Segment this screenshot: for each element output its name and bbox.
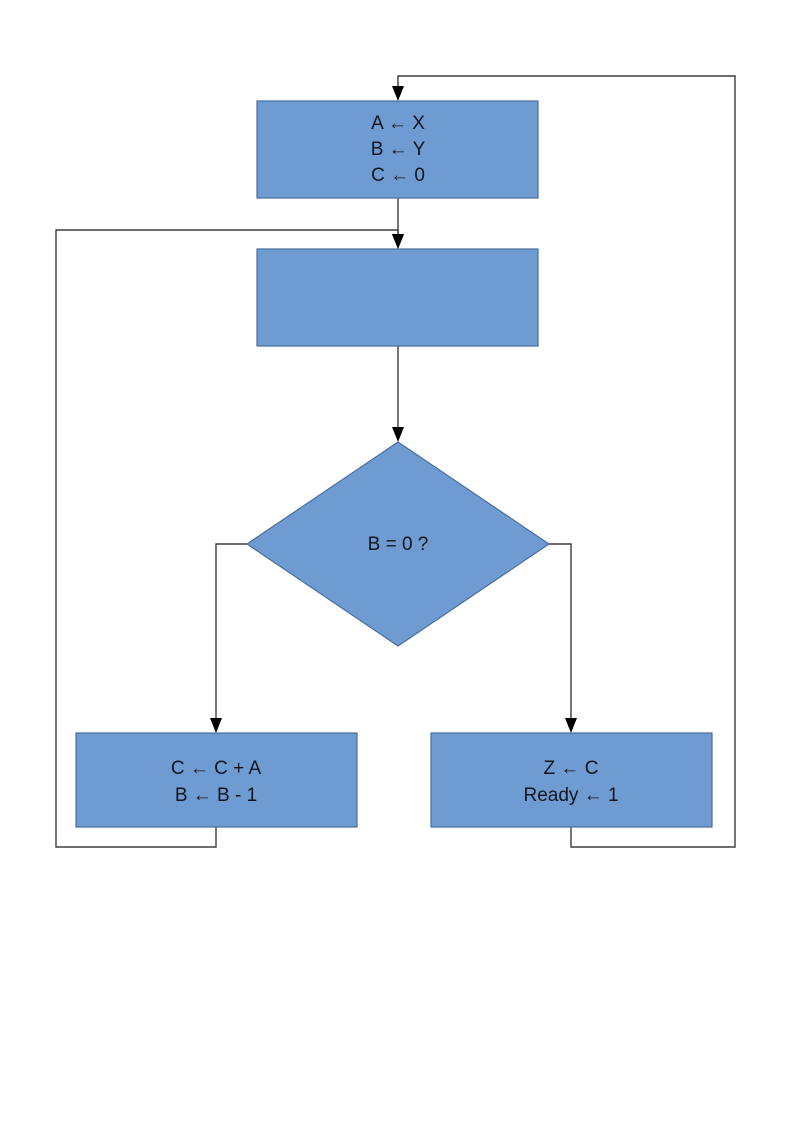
edge-init-to-wait — [392, 198, 404, 249]
edge-done-loop-back — [392, 75, 736, 848]
edge-decision-to-done — [549, 543, 577, 733]
init-block-line-3: C ← 0 — [371, 165, 425, 186]
edge-wait-to-decision — [392, 346, 404, 442]
edge-decision-to-accumulate — [210, 543, 247, 733]
accumulate-block-line-2: B ← B - 1 — [175, 785, 257, 806]
arrowhead-into-decision-block — [392, 427, 404, 442]
node-init-block[interactable]: A ← X B ← Y C ← 0 — [256, 100, 539, 199]
arrowhead-into-accumulate-block — [210, 718, 222, 733]
init-block-line-2: B ← Y — [371, 139, 426, 160]
output-block-shape[interactable] — [430, 732, 713, 828]
arrowhead-into-init-block — [392, 86, 404, 101]
init-block-shape[interactable] — [256, 100, 539, 199]
init-block-line-1: A ← X — [371, 113, 425, 134]
arrowhead-init-to-empty — [392, 234, 404, 249]
decision-block-line-1: B = 0 ? — [368, 534, 429, 555]
node-output-block[interactable]: Z ← C Ready ← 1 — [430, 732, 713, 828]
output-block-line-2: Ready ← 1 — [523, 785, 618, 806]
node-accumulate-block[interactable]: C ← C + A B ← B - 1 — [75, 732, 358, 828]
decision-block-shape[interactable] — [245, 441, 551, 647]
output-block-line-1: Z ← C — [544, 758, 599, 779]
arrowhead-into-output-block — [565, 718, 577, 733]
empty-block-shape[interactable] — [256, 248, 539, 347]
node-empty-block[interactable] — [256, 248, 539, 347]
accumulate-block-shape[interactable] — [75, 732, 358, 828]
accumulate-block-line-1: C ← C + A — [171, 758, 262, 779]
node-decision-block[interactable]: B = 0 ? — [245, 441, 551, 647]
